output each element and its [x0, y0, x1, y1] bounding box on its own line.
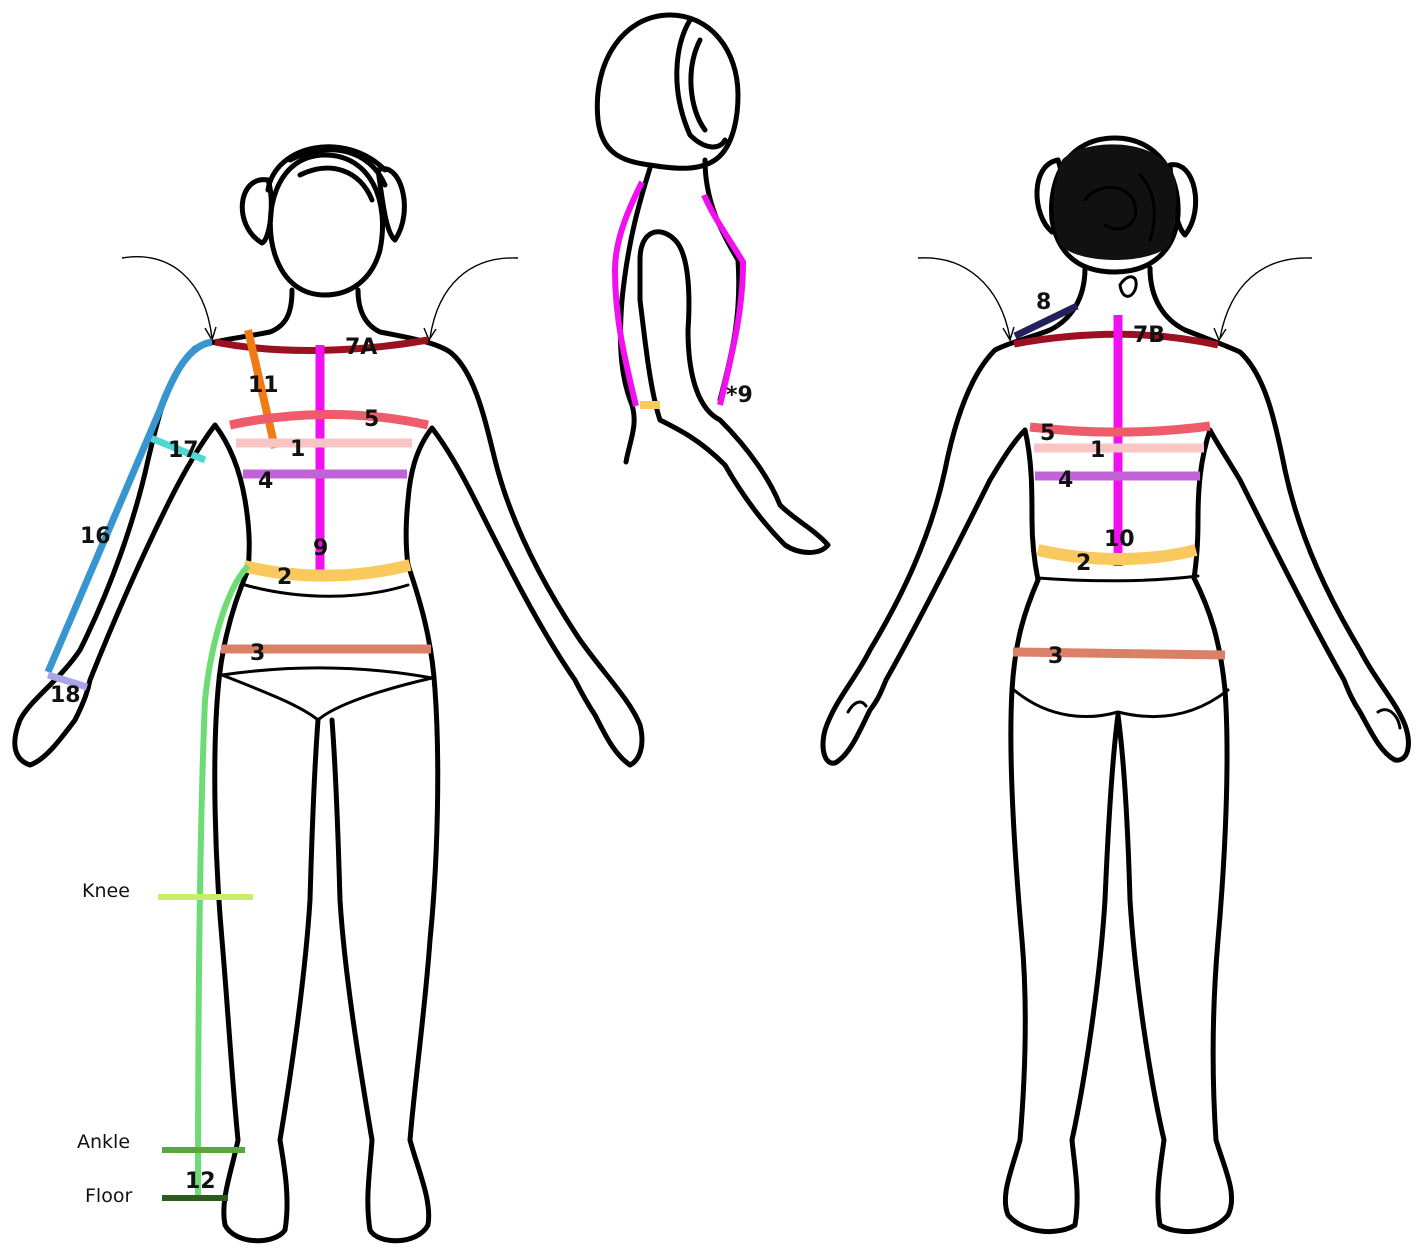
label-back-4: 4	[1058, 468, 1073, 493]
front-hip-right	[332, 565, 438, 1241]
side-body-front	[705, 160, 739, 400]
label-7a: 7A	[345, 335, 377, 360]
front-arrow-right	[430, 258, 518, 338]
label-back-5: 5	[1040, 421, 1055, 446]
label-back-3: 3	[1048, 644, 1063, 669]
side-body-back	[620, 168, 650, 462]
label-2: 2	[277, 565, 292, 590]
back-hip-right	[1118, 578, 1232, 1232]
label-16: 16	[80, 524, 111, 549]
back-arrow-right-head	[1214, 328, 1226, 340]
label-18: 18	[50, 683, 81, 708]
front-line-5	[230, 414, 428, 425]
back-line-3	[1013, 652, 1225, 655]
front-body-right	[358, 290, 642, 765]
front-line-16	[48, 342, 212, 672]
back-arrow-right	[1220, 258, 1312, 338]
back-briefs	[1014, 576, 1228, 717]
legend-ankle: Ankle	[77, 1131, 130, 1153]
label-12: 12	[185, 1169, 216, 1194]
back-ear-curl	[1120, 277, 1136, 297]
back-hand-detail-left	[848, 702, 866, 712]
label-1: 1	[290, 437, 305, 462]
legend-floor: Floor	[85, 1185, 132, 1207]
back-hip-left	[1005, 580, 1118, 1232]
label-back-7b: 7B	[1133, 323, 1165, 348]
front-view: 7A 11 5 1 17 4 16 9 2 3 18 12 Knee Ankle…	[15, 147, 642, 1241]
legend-knee: Knee	[82, 880, 130, 902]
label-4: 4	[258, 469, 273, 494]
back-hair	[1053, 144, 1176, 260]
label-9: 9	[313, 536, 328, 561]
label-back-2: 2	[1076, 551, 1091, 576]
label-back-8: 8	[1036, 290, 1051, 315]
side-view: *9	[597, 15, 828, 553]
front-arrow-left	[122, 257, 212, 338]
label-back-1: 1	[1090, 438, 1105, 463]
label-side-9: *9	[726, 383, 753, 408]
front-head	[270, 155, 382, 295]
label-back-10: 10	[1104, 527, 1135, 552]
back-arrow-left	[918, 258, 1010, 338]
label-3: 3	[250, 641, 265, 666]
label-5: 5	[364, 407, 379, 432]
label-17: 17	[168, 438, 199, 463]
front-line-2	[244, 565, 410, 576]
label-11: 11	[248, 373, 279, 398]
back-view: 8 7B 5 1 4 10 2 3	[823, 138, 1408, 1232]
